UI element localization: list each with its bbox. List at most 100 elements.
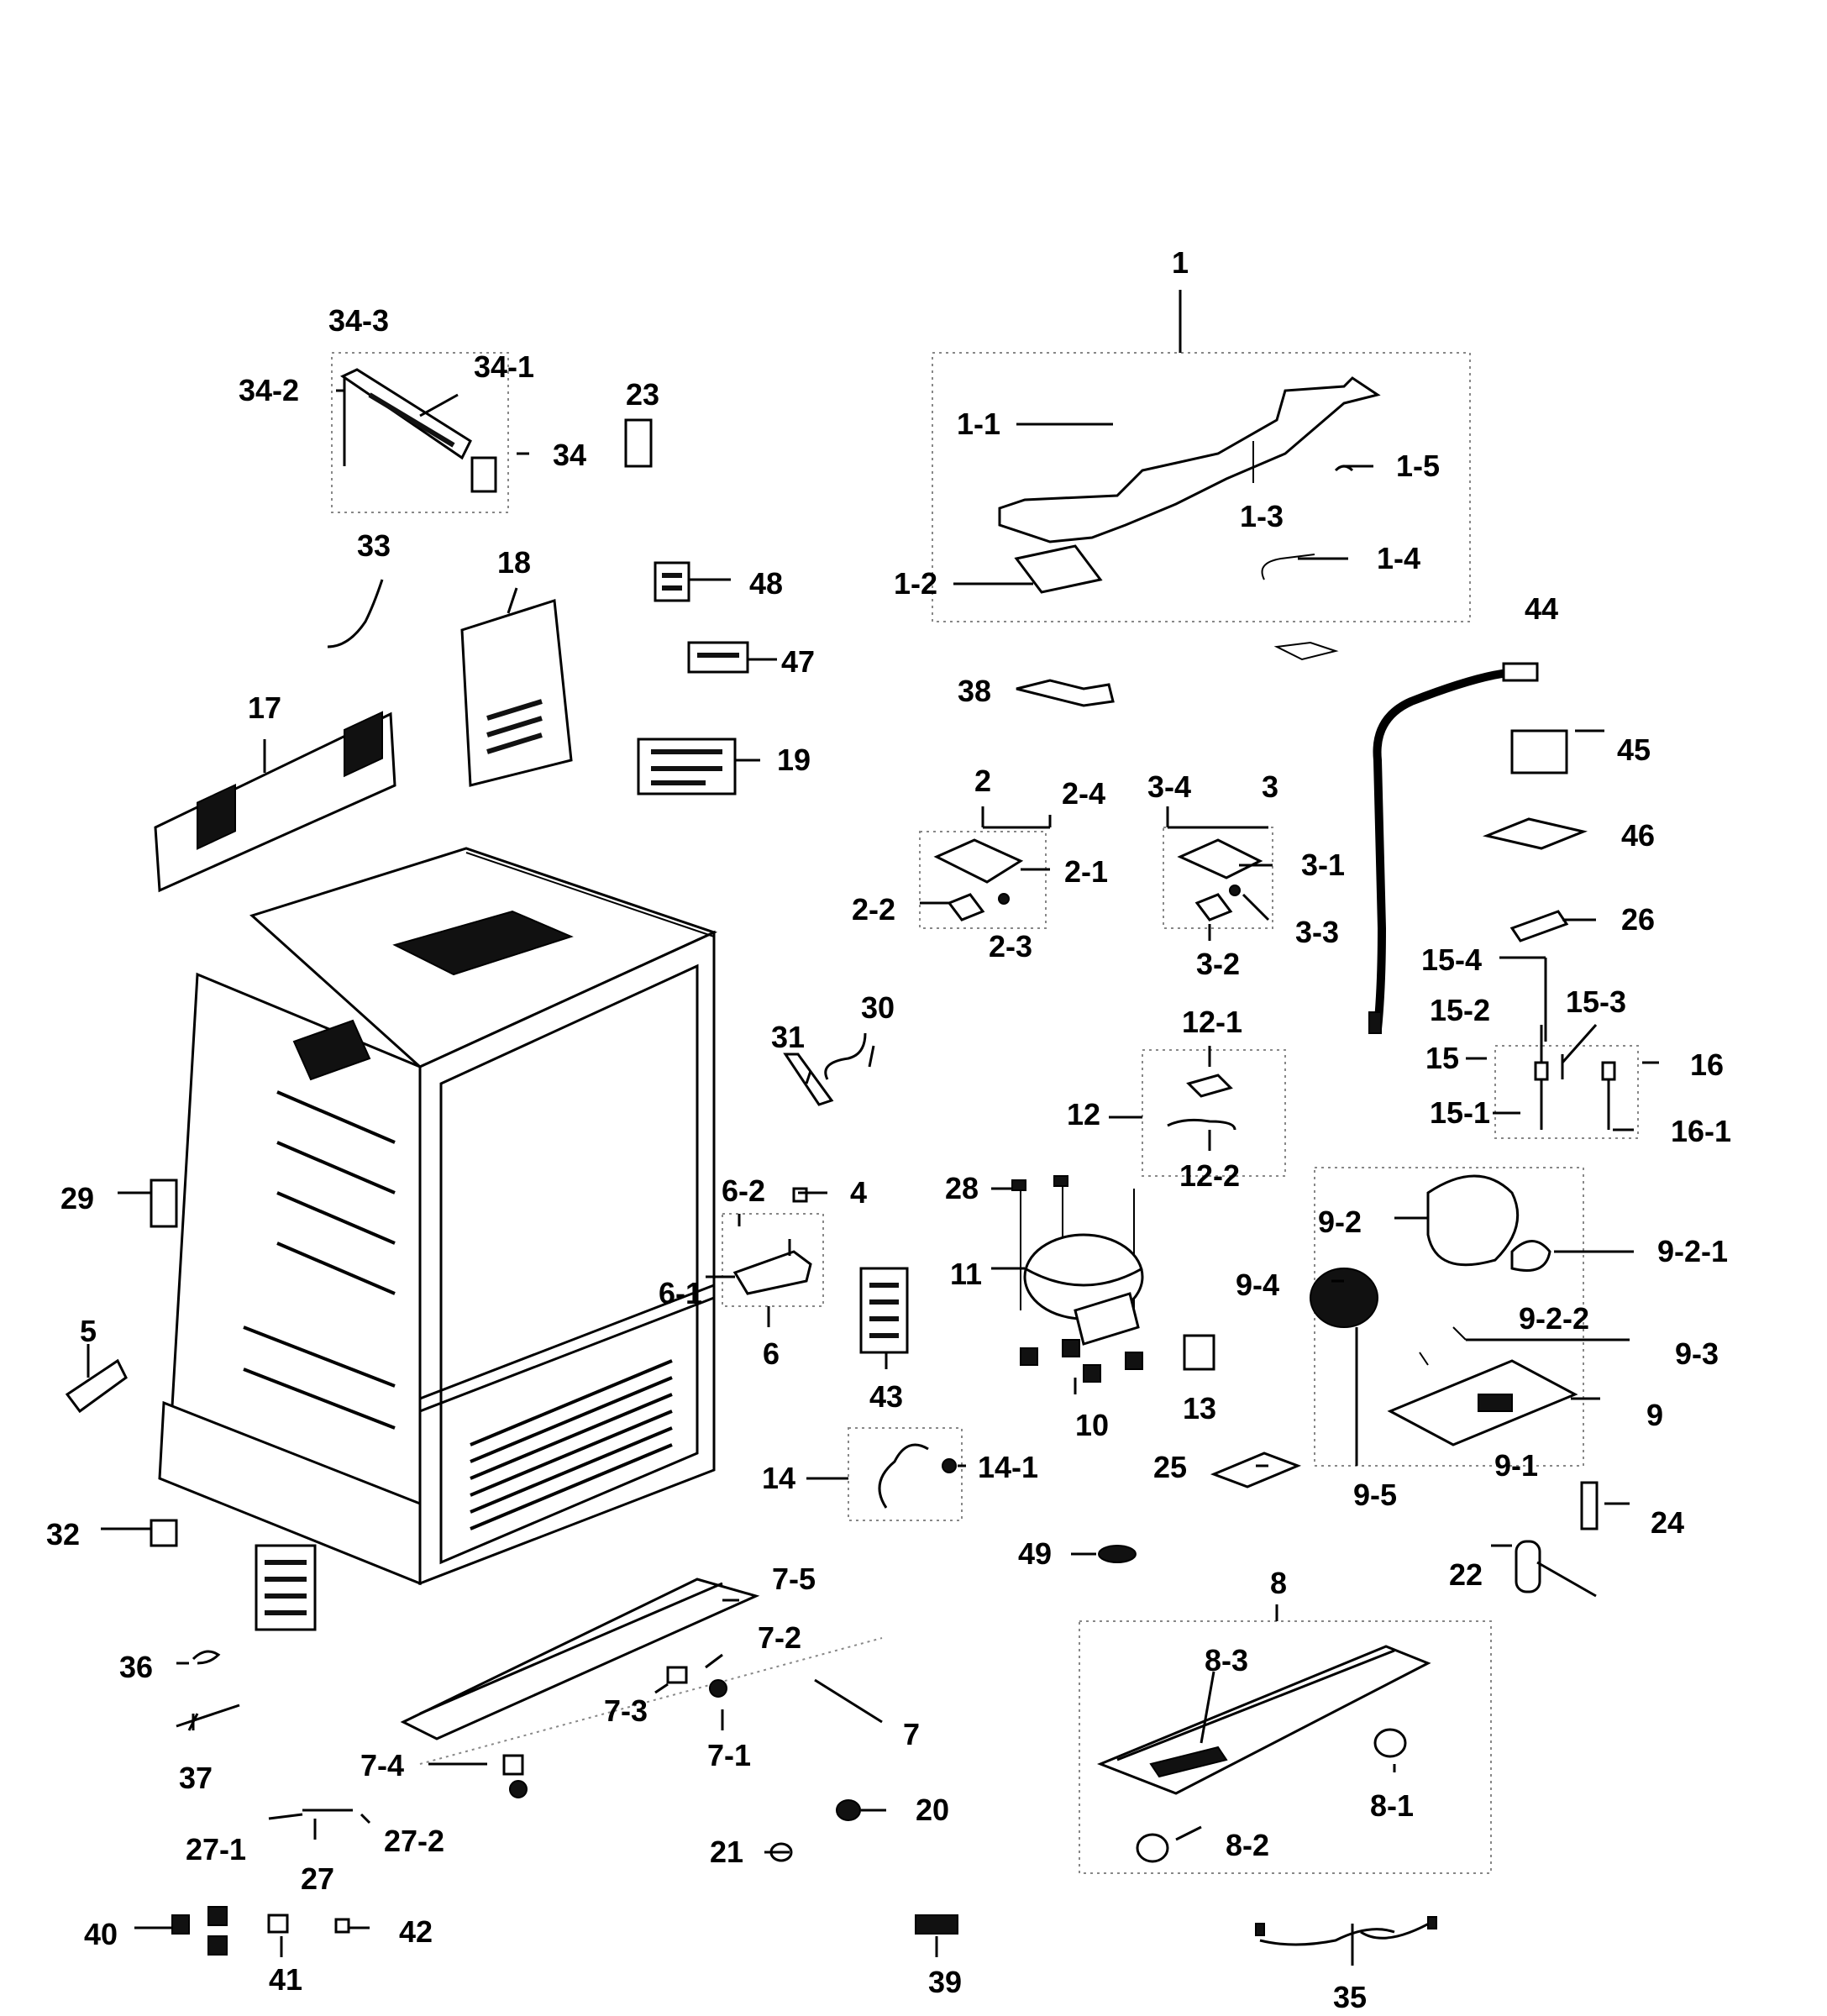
- callout-2: 2: [974, 764, 992, 798]
- callout-15-1: 15-1: [1429, 1095, 1491, 1130]
- part-group-14-drawing: [848, 1427, 963, 1521]
- callout-49: 49: [1017, 1536, 1053, 1571]
- callout-9-3: 9-3: [1674, 1336, 1719, 1371]
- callout-35: 35: [1332, 1980, 1368, 2014]
- callout-16-1: 16-1: [1670, 1114, 1732, 1148]
- callout-26: 26: [1620, 902, 1656, 937]
- callout-7-4: 7-4: [360, 1748, 405, 1782]
- part-group-8-drawing: [1079, 1620, 1492, 1874]
- callout-13: 13: [1182, 1391, 1217, 1425]
- callout-1-1: 1-1: [956, 407, 1001, 441]
- callout-15-4: 15-4: [1420, 942, 1483, 977]
- part-35-drawing: [1255, 1916, 1437, 1946]
- callout-1-4: 1-4: [1376, 541, 1421, 575]
- callout-40: 40: [83, 1917, 118, 1951]
- callout-7: 7: [902, 1717, 921, 1751]
- part-40-drawing: [171, 1906, 228, 1956]
- part-33-drawing: [327, 579, 384, 648]
- callout-34-1: 34-1: [473, 349, 535, 384]
- callout-20: 20: [915, 1793, 950, 1827]
- callout-27: 27: [300, 1861, 335, 1896]
- callout-37: 37: [178, 1761, 213, 1795]
- part-30-drawing: [824, 1032, 867, 1080]
- callout-15-2: 15-2: [1429, 993, 1491, 1027]
- callout-18: 18: [496, 545, 532, 580]
- callout-1-2: 1-2: [893, 566, 938, 601]
- callout-28: 28: [944, 1171, 979, 1205]
- callout-42: 42: [398, 1914, 433, 1949]
- callout-19: 19: [776, 743, 811, 777]
- callout-45: 45: [1616, 732, 1651, 767]
- part-20-drawing: [836, 1799, 861, 1821]
- callout-27-2: 27-2: [383, 1824, 445, 1858]
- part-group-34-drawing: [331, 352, 509, 513]
- part-19-drawing: [637, 738, 737, 795]
- callout-1-3: 1-3: [1239, 499, 1284, 533]
- callout-9-2-2: 9-2-2: [1518, 1301, 1590, 1336]
- callout-7-1: 7-1: [706, 1738, 752, 1772]
- callout-9: 9: [1646, 1398, 1664, 1432]
- callout-5: 5: [79, 1314, 97, 1348]
- callout-38: 38: [957, 674, 992, 708]
- callout-36: 36: [118, 1650, 154, 1684]
- leader-lines: [87, 389, 1659, 1966]
- callout-9-2: 9-2: [1317, 1205, 1362, 1239]
- part-22-drawing: [1515, 1540, 1597, 1598]
- callout-9-5: 9-5: [1352, 1478, 1398, 1512]
- callout-9-2-1: 9-2-1: [1656, 1234, 1729, 1268]
- part-44-bottom-grille-drawing: [255, 1544, 317, 1631]
- callout-46: 46: [1620, 818, 1656, 853]
- callout-8-1: 8-1: [1369, 1788, 1415, 1823]
- part-49-drawing: [1098, 1545, 1137, 1563]
- part-group-1-drawing: [932, 290, 1471, 661]
- callout-12-2: 12-2: [1179, 1158, 1241, 1193]
- part-46-drawing: [1482, 817, 1588, 850]
- callout-3-1: 3-1: [1300, 848, 1346, 882]
- callout-34: 34: [552, 438, 587, 472]
- part-37-drawing: [176, 1704, 240, 1731]
- part-47-drawing: [687, 641, 749, 674]
- callout-3-2: 3-2: [1195, 947, 1241, 981]
- callout-3: 3: [1261, 769, 1279, 804]
- callout-2-4: 2-4: [1061, 776, 1106, 811]
- callout-32: 32: [45, 1517, 81, 1551]
- part-45-drawing: [1510, 729, 1568, 774]
- part-group-2-drawing: [919, 831, 1047, 929]
- callout-11: 11: [949, 1257, 983, 1291]
- part-32-drawing: [150, 1519, 178, 1547]
- callout-21: 21: [709, 1835, 744, 1869]
- callout-9-1: 9-1: [1494, 1448, 1539, 1483]
- callout-2-3: 2-3: [988, 929, 1033, 963]
- callout-14: 14: [761, 1461, 796, 1495]
- part-13-drawing: [1183, 1334, 1215, 1371]
- part-4-drawing: [792, 1187, 808, 1203]
- callout-27-1: 27-1: [185, 1832, 247, 1866]
- callout-14-1: 14-1: [977, 1450, 1039, 1484]
- callout-39: 39: [927, 1965, 963, 1999]
- callout-7-3: 7-3: [603, 1693, 648, 1728]
- callout-8-3: 8-3: [1204, 1643, 1249, 1677]
- callout-8: 8: [1269, 1566, 1288, 1600]
- callout-34-3: 34-3: [328, 303, 390, 338]
- callout-9-4: 9-4: [1235, 1268, 1280, 1302]
- callout-33: 33: [356, 528, 391, 563]
- part-36-drawing: [192, 1650, 221, 1665]
- callout-3-4: 3-4: [1147, 769, 1192, 804]
- callout-2-2: 2-2: [851, 892, 896, 927]
- callout-12-1: 12-1: [1181, 1005, 1243, 1039]
- part-group-12-drawing: [1142, 1049, 1286, 1177]
- part-group-6-drawing: [722, 1213, 824, 1307]
- callout-15-3: 15-3: [1565, 984, 1627, 1019]
- part-25-drawing: [1210, 1452, 1302, 1488]
- callout-23: 23: [625, 377, 660, 412]
- part-24-drawing: [1580, 1481, 1599, 1530]
- part-41-drawing: [267, 1914, 289, 1934]
- callout-22: 22: [1448, 1557, 1483, 1592]
- callout-16: 16: [1689, 1047, 1725, 1082]
- part-group-3-drawing: [1163, 827, 1273, 929]
- callout-31: 31: [770, 1020, 806, 1054]
- callout-44: 44: [1524, 591, 1559, 626]
- part-42-drawing: [334, 1918, 350, 1934]
- callout-25: 25: [1152, 1450, 1188, 1484]
